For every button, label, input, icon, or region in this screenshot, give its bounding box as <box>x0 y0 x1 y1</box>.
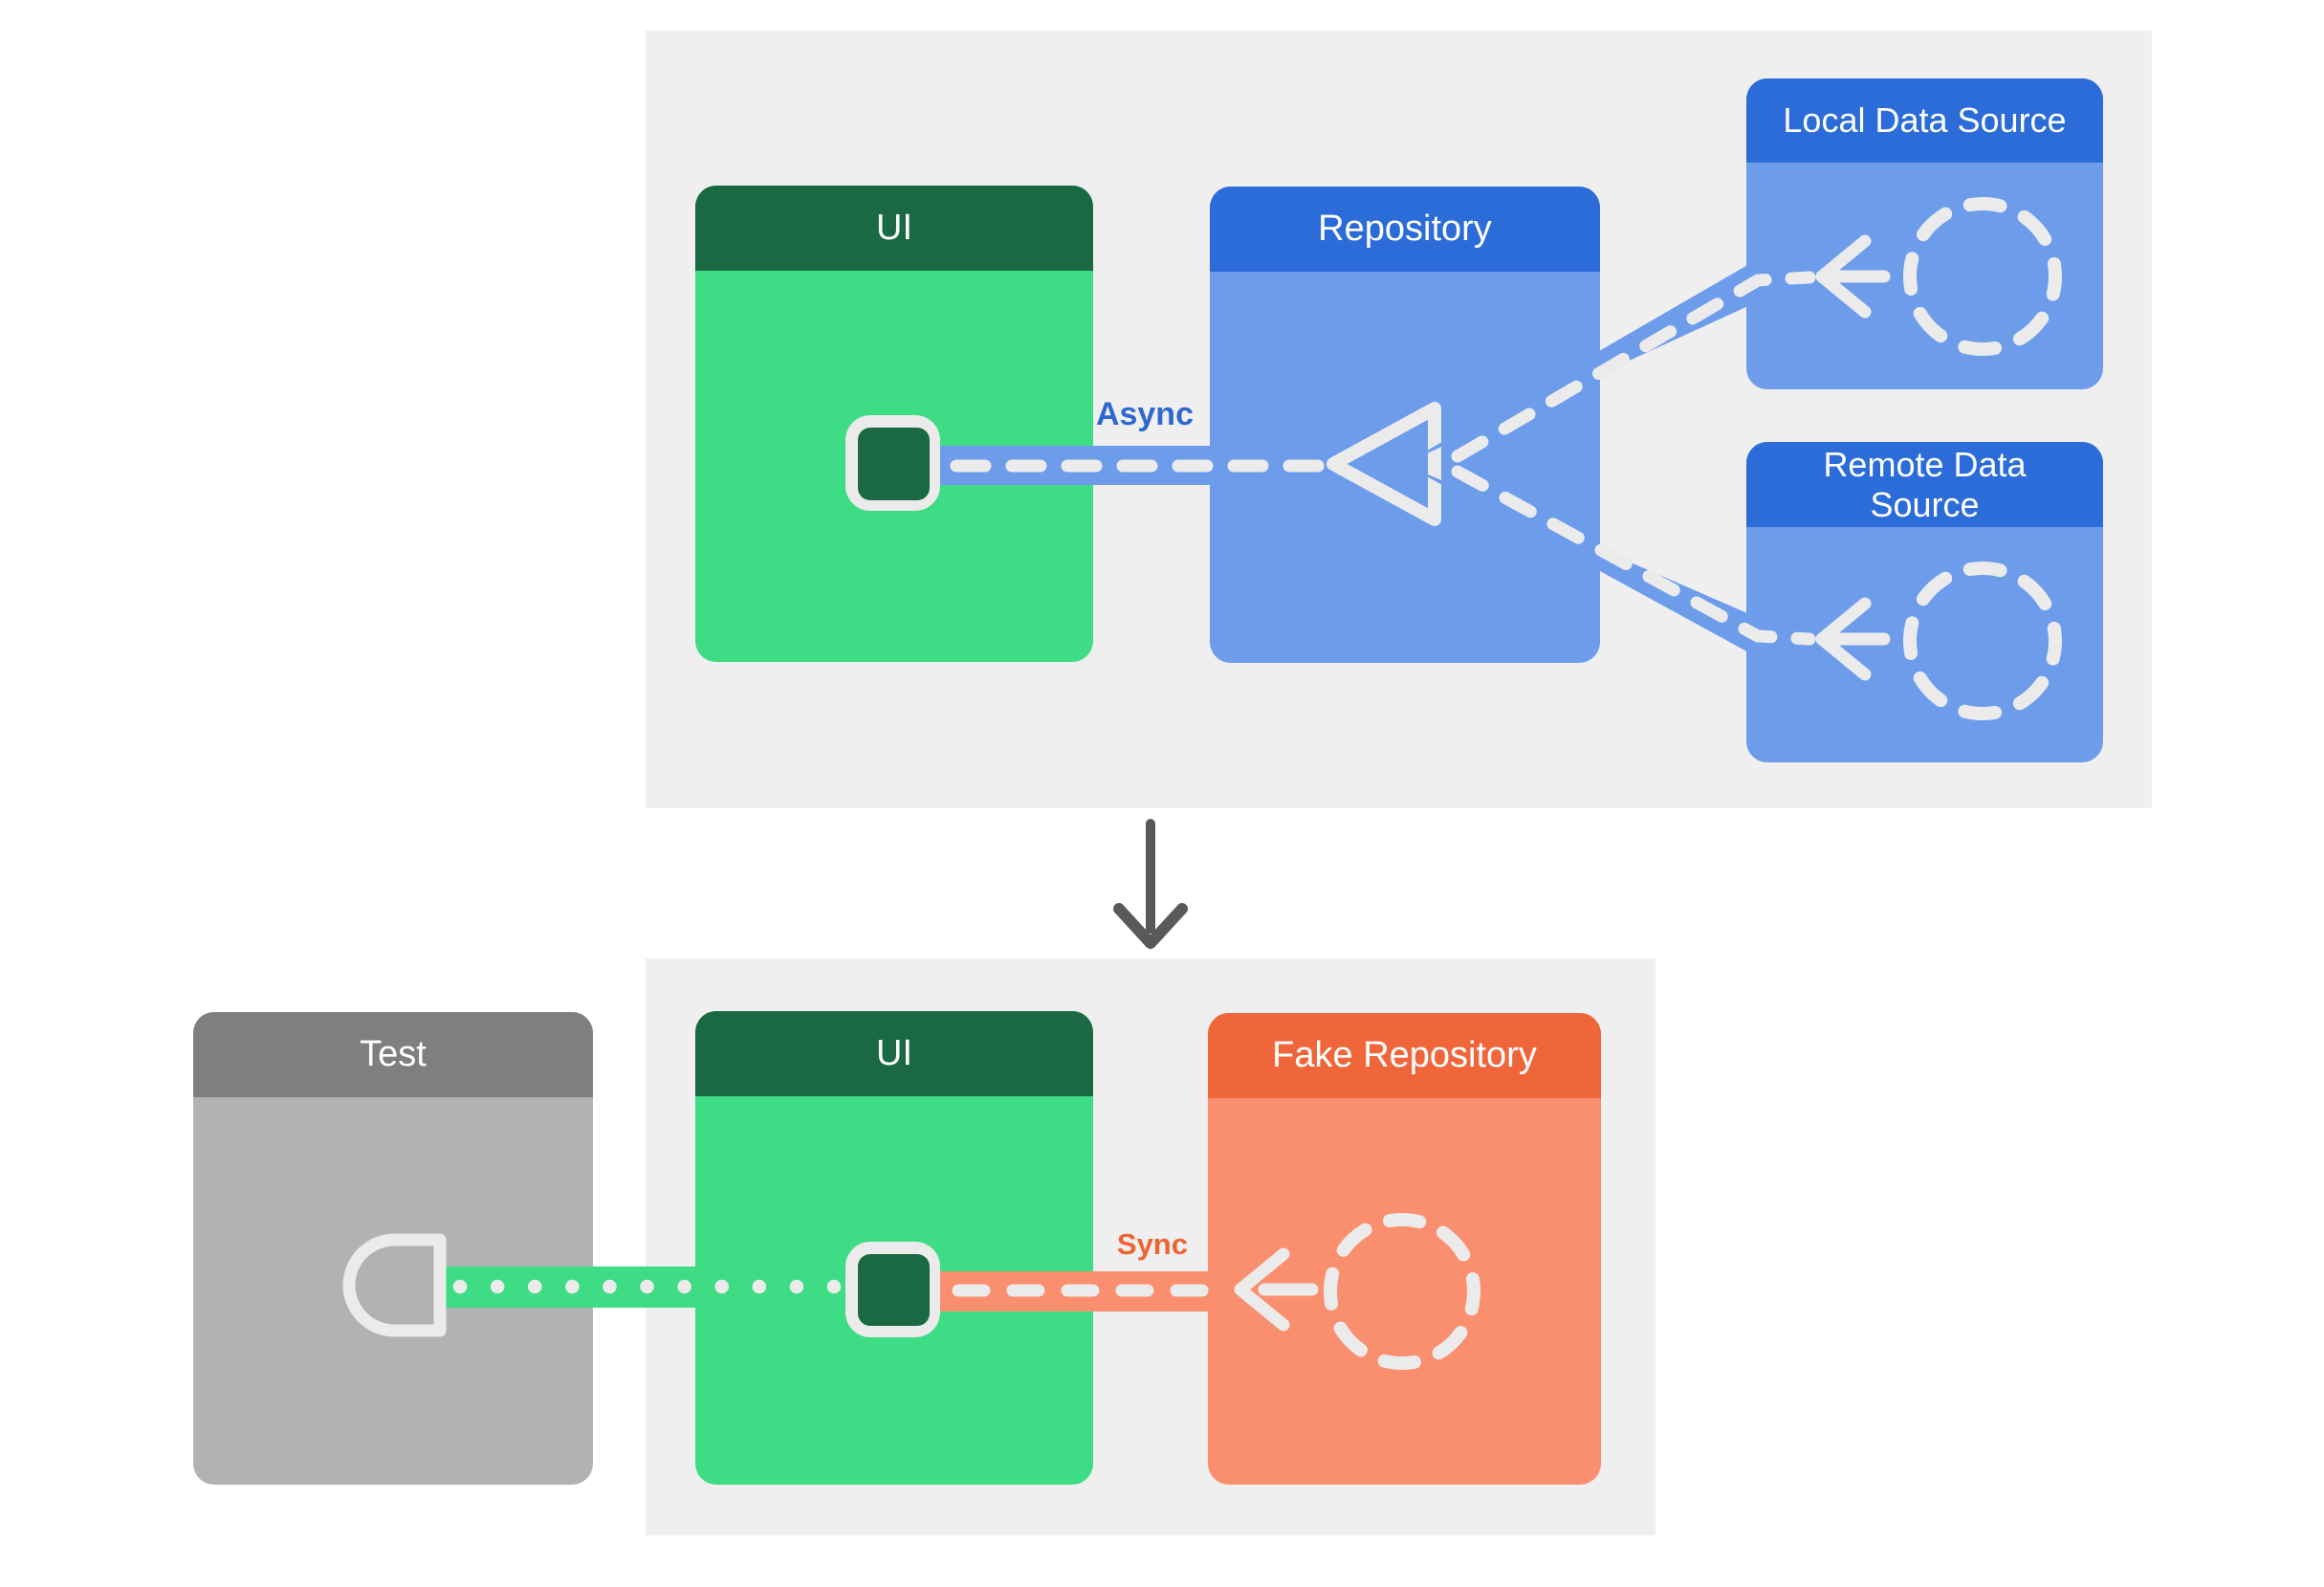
ui-card: UI <box>695 186 1093 662</box>
remote-data-source-card: Remote Data Source <box>1746 442 2103 762</box>
remote-data-source-card-title: Remote Data Source <box>1823 445 2027 524</box>
test-card-header: Test <box>193 1012 593 1097</box>
async-flow-label: Async <box>1095 396 1194 432</box>
sync-flow-label: Sync <box>1116 1227 1188 1261</box>
repository-card-title: Repository <box>1318 208 1492 249</box>
ui-card-header: UI <box>695 186 1093 271</box>
repository-card-header: Repository <box>1210 187 1600 272</box>
local-data-source-card: Local Data Source <box>1746 78 2103 389</box>
ui-card-bottom-header: UI <box>695 1011 1093 1096</box>
local-data-source-card-header: Local Data Source <box>1746 78 2103 163</box>
test-card: Test <box>193 1012 593 1485</box>
fake-repository-card-title: Fake Repository <box>1272 1034 1537 1075</box>
test-card-title: Test <box>360 1033 427 1074</box>
local-data-source-card-title: Local Data Source <box>1783 100 2067 141</box>
fake-repository-card-header: Fake Repository <box>1208 1013 1601 1098</box>
ui-card-title: UI <box>876 207 912 248</box>
remote-data-source-card-header: Remote Data Source <box>1746 442 2103 527</box>
repository-card: Repository <box>1210 187 1600 663</box>
fake-repository-card: Fake Repository <box>1208 1013 1601 1485</box>
ui-card-bottom-title: UI <box>876 1032 912 1073</box>
flow-down-arrow-icon <box>1113 819 1188 949</box>
